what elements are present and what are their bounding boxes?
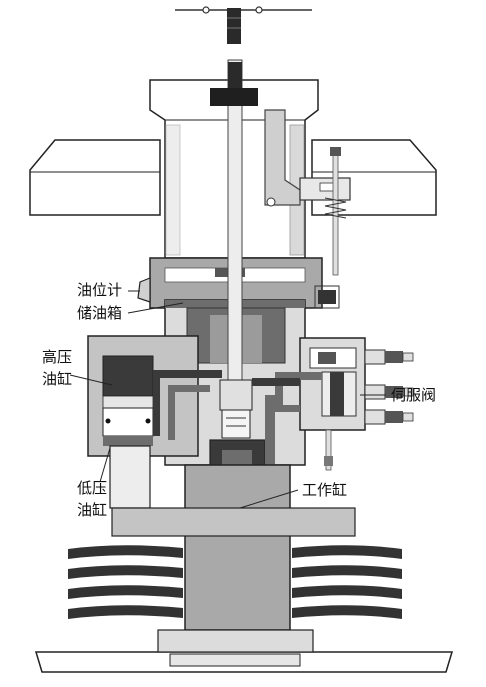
leader-oil-tank: [127, 302, 184, 314]
label-lp-cylinder-2: 油缸: [77, 501, 107, 519]
label-hp-cylinder-1: 高压: [42, 348, 72, 366]
label-oil-tank: 储油箱: [77, 304, 122, 322]
servo-connectors: [364, 349, 414, 425]
upper-flanges: [29, 139, 437, 216]
leader-hp-cylinder: [69, 374, 113, 386]
servo-valve: [252, 285, 366, 431]
label-work-cylinder: 工作缸: [302, 481, 347, 499]
leader-lp-cylinder: [99, 447, 111, 483]
left-springs: [68, 545, 183, 619]
leader-lines: [69, 290, 386, 509]
low-pressure-cylinder: [109, 445, 151, 509]
label-servo-valve: 伺服阀: [391, 386, 436, 404]
leader-work-cylinder: [239, 489, 299, 509]
lever-mechanism: [264, 109, 351, 276]
bottom-base-plate: [34, 651, 454, 673]
label-lp-cylinder-1: 低压: [77, 479, 107, 497]
oil-pipes: [153, 370, 222, 440]
lower-body: [111, 464, 356, 653]
right-springs: [292, 545, 402, 619]
oil-gauge: [137, 277, 151, 303]
side-rod: [324, 429, 333, 471]
label-hp-cylinder-2: 油缸: [42, 370, 72, 388]
label-oil-gauge: 油位计: [77, 281, 122, 299]
top-conductor: [175, 6, 312, 44]
central-rod: [210, 59, 258, 439]
high-pressure-cylinder: [87, 335, 199, 457]
